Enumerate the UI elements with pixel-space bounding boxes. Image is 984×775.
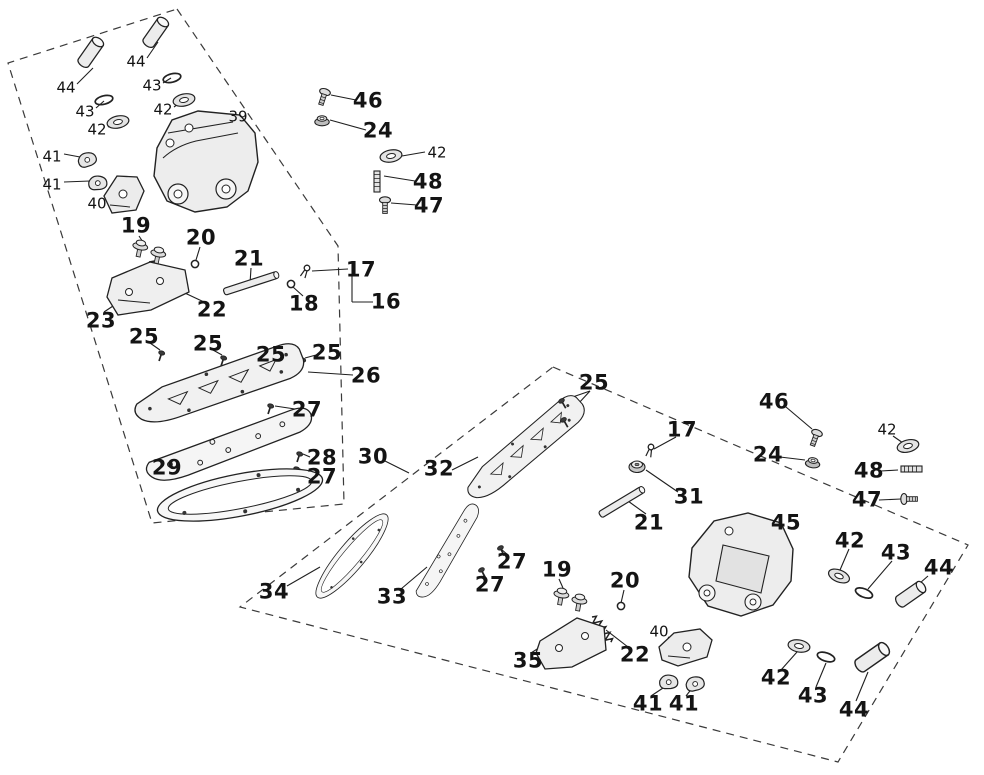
part-43-clip <box>161 70 183 86</box>
part-33-base-plate <box>402 500 494 602</box>
part-19-bolt <box>130 238 150 259</box>
part-27-screw <box>264 402 276 416</box>
part-31-collar <box>628 460 646 474</box>
part-48-stud <box>373 170 381 193</box>
part-46-bolt <box>806 427 824 449</box>
part-45-hanger-bracket <box>688 512 794 617</box>
part-19-bolt <box>551 586 571 607</box>
part-42-washer <box>171 91 197 109</box>
leader-lines <box>63 41 929 702</box>
part-42-washer <box>786 637 812 655</box>
part-35-footrest-bracket <box>535 617 607 670</box>
part-24-nut <box>314 115 330 127</box>
boundary-right-assembly <box>238 366 969 763</box>
part-43-clip <box>853 584 875 602</box>
part-32-footboard <box>452 390 598 505</box>
part-43-clip <box>93 92 115 108</box>
part-48-stud <box>900 465 923 473</box>
part-27-screw <box>495 543 508 558</box>
part-42-washer <box>378 147 404 165</box>
part-17-cotter-pin <box>645 442 656 459</box>
part-41-hook <box>76 151 98 169</box>
part-18-ring <box>286 279 296 289</box>
part-41-hook <box>658 673 680 691</box>
part-17-cotter-pin <box>299 263 312 279</box>
part-42-washer <box>105 113 131 131</box>
part-44-pin <box>893 579 929 610</box>
part-40-bracket <box>658 628 713 667</box>
part-27-screw <box>476 565 489 580</box>
part-21-pivot-pin <box>222 271 280 296</box>
part-42-washer <box>825 565 853 587</box>
part-23-footrest-bracket <box>106 261 190 316</box>
part-39-hanger-bracket <box>153 110 259 213</box>
part-47-bolt <box>900 492 918 506</box>
part-41-hook <box>685 675 706 693</box>
part-20-ring <box>190 259 200 269</box>
part-44-pin <box>852 639 893 675</box>
part-25-screw <box>155 349 167 363</box>
part-41-hook <box>87 174 109 192</box>
part-28-screw <box>293 450 305 464</box>
boundary-left-assembly <box>7 8 345 524</box>
part-46-bolt <box>315 86 332 107</box>
part-47-bolt <box>378 196 392 214</box>
part-44-pin <box>140 14 171 50</box>
part-19-bolt <box>569 592 589 613</box>
part-20-ring <box>616 601 626 611</box>
part-40-bracket <box>103 175 145 214</box>
part-24-nut <box>804 456 822 470</box>
part-43-clip <box>815 649 837 665</box>
part-21-pivot-pin <box>598 486 646 518</box>
